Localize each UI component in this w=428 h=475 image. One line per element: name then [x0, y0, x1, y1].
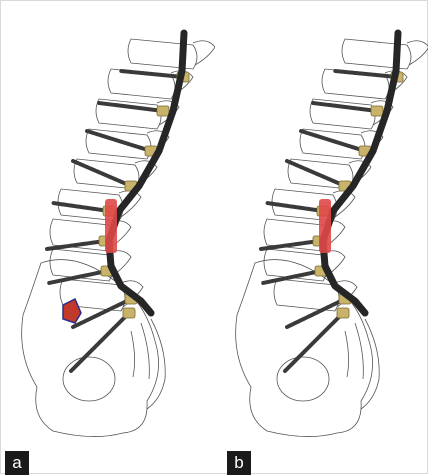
pedicle-screw: [267, 203, 323, 211]
screw-head: [157, 106, 169, 116]
screw-head: [337, 308, 349, 318]
pedicle-screw: [263, 271, 321, 283]
panel-label-a: a: [5, 451, 29, 475]
acetabulum-outline: [277, 357, 329, 401]
wedge-graft: [63, 299, 81, 323]
pedicle-screw: [287, 299, 345, 327]
pedicle-screw: [287, 161, 345, 186]
sacrum-outline: [131, 319, 165, 409]
pedicle-screw: [53, 203, 109, 211]
panel-label-b: b: [227, 451, 251, 475]
panel-b: b: [215, 1, 428, 475]
spine-illustration-b: [215, 1, 428, 475]
pelvis-outline: [22, 260, 159, 437]
pedicle-screw: [301, 131, 365, 151]
pedicle-screw: [87, 131, 151, 151]
screw-head: [123, 308, 135, 318]
pedicle-screw: [49, 271, 107, 283]
pelvis-outline: [236, 260, 373, 437]
sacrum-outline: [345, 319, 379, 409]
interbody-cage: [105, 199, 117, 253]
pedicle-screw: [313, 103, 377, 111]
pedicle-screw: [73, 161, 131, 186]
interbody-cage: [319, 199, 331, 253]
panel-a: a: [1, 1, 215, 475]
spine-illustration-a: [1, 1, 215, 475]
pedicle-screw: [99, 103, 163, 111]
acetabulum-outline: [63, 357, 115, 401]
screw-head: [371, 106, 383, 116]
